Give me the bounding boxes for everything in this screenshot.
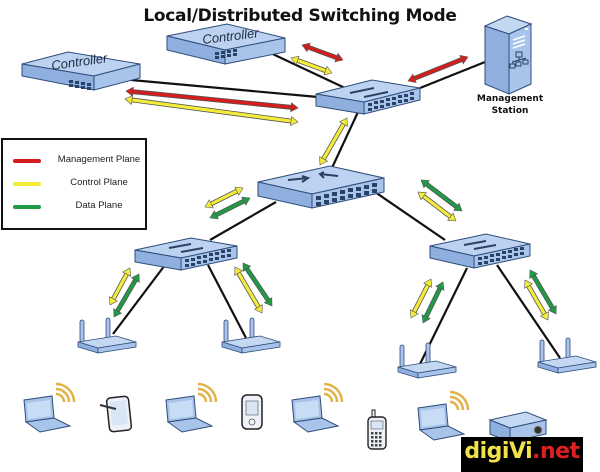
arrow-management-plane-0-0 xyxy=(301,42,344,63)
cable-station-aggregation xyxy=(419,58,491,90)
arrow-data-plane-9-1 xyxy=(529,269,557,315)
cable-controller2-aggregation xyxy=(261,48,346,89)
core-switch[interactable] xyxy=(257,165,385,209)
access-switch-left[interactable] xyxy=(134,237,238,271)
arrow-data-plane-6-1 xyxy=(113,273,140,318)
client-ip-camera-8[interactable] xyxy=(488,411,548,443)
controller-2[interactable]: Controller xyxy=(166,23,286,65)
arrow-control-plane-6-0 xyxy=(109,267,131,306)
cable-left-ap2 xyxy=(207,264,247,339)
wifi-signal-icon xyxy=(197,382,218,403)
arrow-control-plane-1-1 xyxy=(124,94,299,127)
cable-right-ap4 xyxy=(496,264,561,359)
legend-item-control: Control Plane xyxy=(3,177,145,191)
client-laptop-7[interactable] xyxy=(417,390,470,441)
arrow-management-plane-1-0 xyxy=(125,86,299,113)
legend-label-data: Data Plane xyxy=(75,200,123,211)
arrow-management-plane-2-0 xyxy=(407,55,469,83)
arrow-data-plane-8-1 xyxy=(421,281,445,324)
arrow-control-plane-3-0 xyxy=(319,117,348,166)
arrow-data-plane-5-0 xyxy=(420,179,463,212)
port-grid xyxy=(368,92,414,111)
legend-item-management: Management Plane xyxy=(3,154,145,168)
brand-text: digiVi.net xyxy=(461,439,583,464)
wifi-signal-icon xyxy=(55,382,76,403)
cables xyxy=(112,48,561,365)
aggregation-switch[interactable] xyxy=(315,79,421,115)
legend-label-management: Management Plane xyxy=(57,154,141,165)
cable-aggregation-core xyxy=(330,111,359,171)
controller-2-label: Controller xyxy=(202,25,260,47)
controller-1[interactable]: Controller xyxy=(21,50,141,91)
brand-part3: .net xyxy=(532,439,580,464)
client-devices xyxy=(23,382,548,450)
wifi-signal-icon xyxy=(449,390,470,411)
access-point-3[interactable] xyxy=(397,342,457,379)
legend-swatch-management xyxy=(13,159,41,163)
client-cell-phone-6[interactable] xyxy=(367,409,387,450)
arrow-control-plane-9-0 xyxy=(524,279,549,321)
management-station[interactable] xyxy=(483,15,533,95)
brand-part1: digi xyxy=(464,439,509,464)
port-grid xyxy=(316,183,377,206)
port-grid xyxy=(478,247,524,265)
management-station-label-line1: Management xyxy=(477,94,544,104)
legend-item-data: Data Plane xyxy=(3,200,145,214)
port-grid xyxy=(185,249,231,267)
arrow-control-plane-5-1 xyxy=(417,191,457,222)
cable-controller1-aggregation xyxy=(119,77,319,99)
plane-arrows xyxy=(109,42,557,324)
access-point-4[interactable] xyxy=(537,337,597,374)
brand-logo: digiVi.net xyxy=(461,437,583,472)
management-station-label-line2: Station xyxy=(492,106,529,116)
cable-left-ap1 xyxy=(112,264,166,335)
access-points xyxy=(77,317,597,379)
wifi-signal-icon xyxy=(323,382,344,403)
arrow-data-plane-4-1 xyxy=(209,196,251,220)
arrow-control-plane-4-0 xyxy=(204,186,244,209)
client-laptop-5[interactable] xyxy=(291,382,344,433)
access-point-2[interactable] xyxy=(221,317,281,354)
brand-part2: Vi xyxy=(508,439,533,464)
client-tablet-2[interactable] xyxy=(99,395,133,433)
legend-swatch-data xyxy=(13,205,41,209)
client-pda-4[interactable] xyxy=(241,394,263,430)
access-switch-right[interactable] xyxy=(429,233,531,269)
arrow-control-plane-8-0 xyxy=(409,278,433,319)
legend-label-control: Control Plane xyxy=(70,177,128,188)
arrow-control-plane-7-0 xyxy=(234,266,263,314)
diagram-title: Local/Distributed Switching Mode xyxy=(143,6,457,26)
client-laptop-3[interactable] xyxy=(165,382,218,433)
cable-core-right xyxy=(374,191,446,241)
cable-core-left xyxy=(209,201,277,241)
access-point-1[interactable] xyxy=(77,317,137,354)
arrow-control-plane-0-1 xyxy=(290,55,333,76)
arrow-data-plane-7-1 xyxy=(242,262,273,307)
client-laptop-1[interactable] xyxy=(23,382,76,433)
legend-swatch-control xyxy=(13,182,41,186)
legend: Management Plane Control Plane Data Plan… xyxy=(1,138,147,230)
